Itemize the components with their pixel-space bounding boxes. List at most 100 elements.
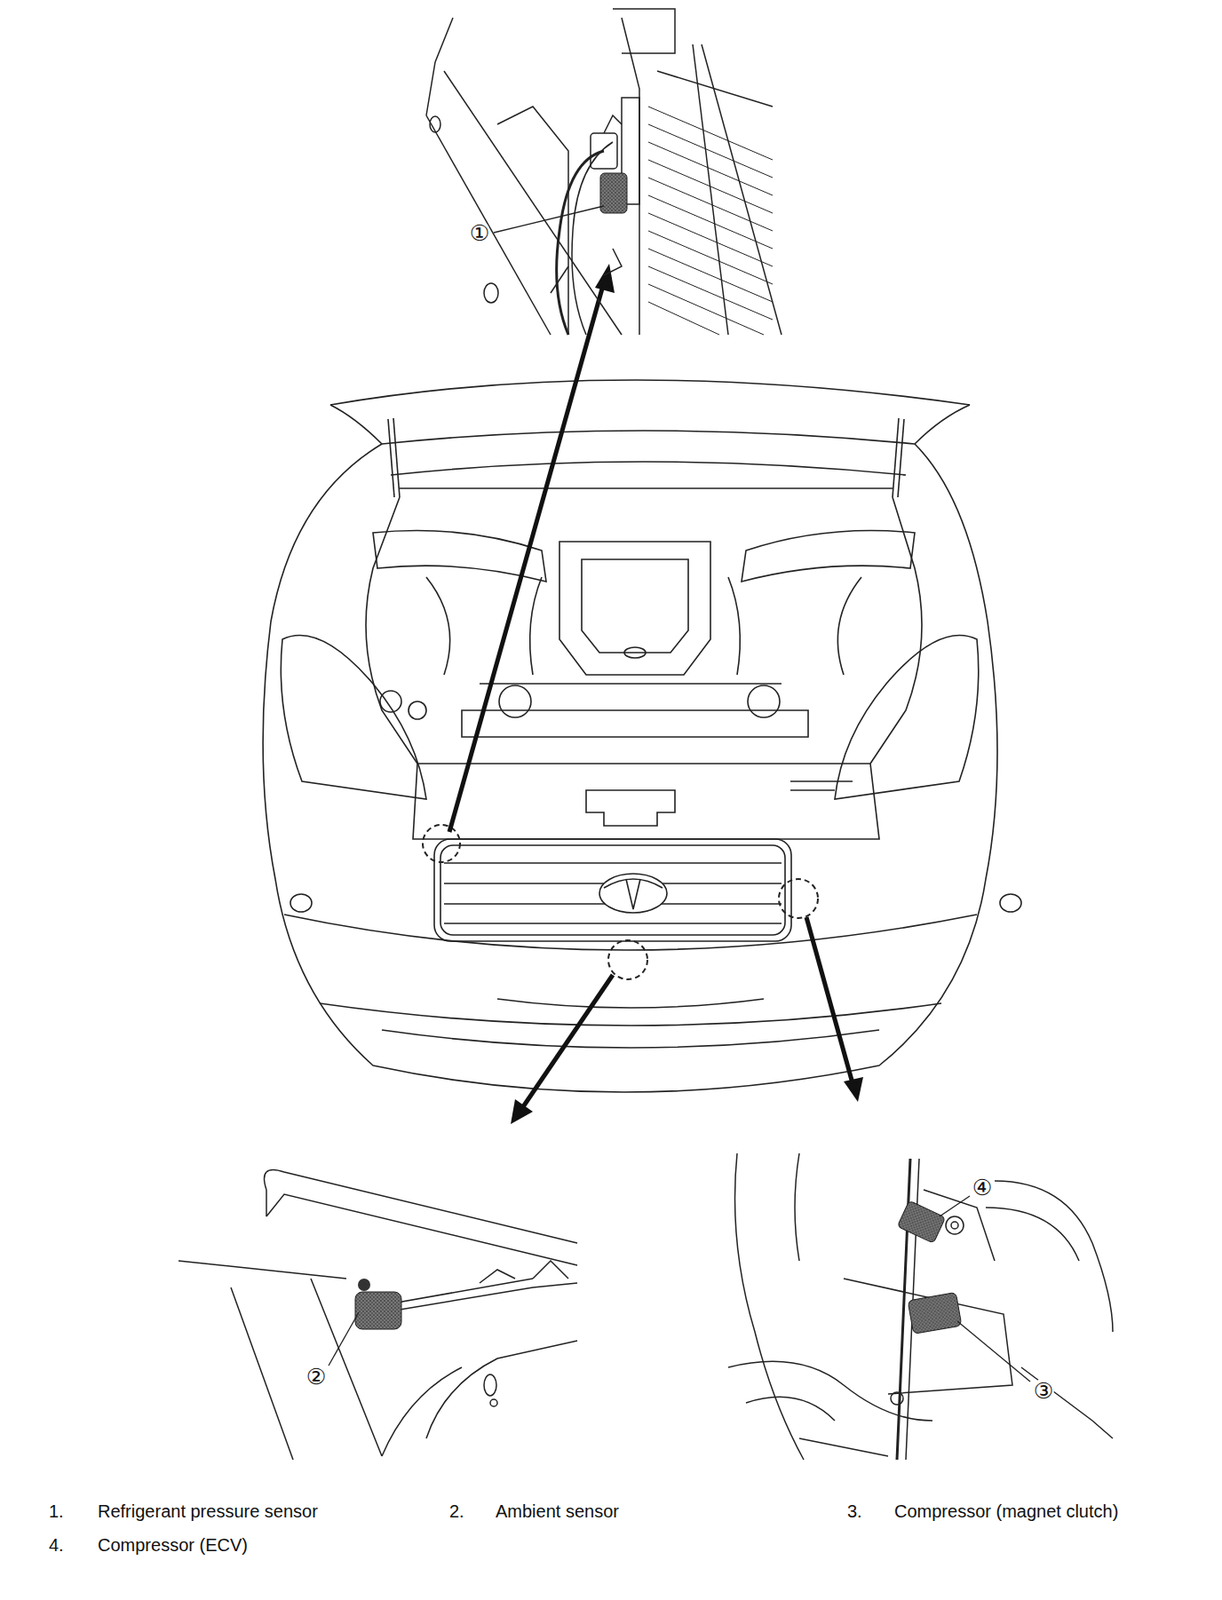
line-art	[648, 106, 773, 335]
line-art	[426, 115, 551, 335]
line-art	[790, 789, 835, 792]
line-art	[434, 839, 792, 942]
line-art	[778, 879, 818, 919]
line-art	[290, 894, 312, 913]
line-art	[444, 71, 622, 335]
line-art	[608, 940, 648, 980]
callout-number: ④	[971, 1175, 993, 1200]
line-art	[479, 1269, 516, 1284]
line-art	[692, 44, 729, 335]
line-art	[399, 487, 893, 490]
condenser-detail	[426, 8, 782, 335]
part-name: Ambient sensor	[495, 1502, 619, 1521]
leader-line	[939, 1196, 970, 1217]
line-art	[806, 917, 853, 1084]
line-art	[999, 894, 1022, 913]
line-art	[381, 1030, 880, 1048]
line-art	[559, 541, 711, 675]
line-art	[319, 1003, 942, 1026]
line-art	[490, 1399, 498, 1407]
line-art	[843, 1278, 1013, 1395]
line-art	[556, 150, 604, 335]
line-art	[479, 682, 782, 685]
line-art	[429, 116, 441, 133]
line-art	[648, 124, 773, 178]
line-art	[355, 1292, 402, 1330]
ambient-sensor-detail	[178, 1170, 578, 1461]
line-art	[994, 1181, 1113, 1333]
line-art	[648, 248, 773, 302]
line-art	[449, 282, 604, 833]
compressor-connectors	[896, 1200, 962, 1334]
line-art	[603, 879, 663, 910]
line-art	[747, 685, 780, 718]
callout-number: ②	[305, 1364, 327, 1389]
line-art	[381, 1367, 462, 1457]
line-art	[530, 577, 542, 675]
line-art	[624, 647, 646, 659]
line-art	[484, 283, 499, 303]
line-art	[372, 1283, 578, 1315]
pressure-sensor	[600, 173, 627, 214]
part-name: Compressor (magnet clutch)	[894, 1502, 1119, 1521]
line-art	[571, 142, 613, 335]
line-art	[896, 1200, 945, 1244]
line-art	[550, 266, 569, 294]
line-art	[897, 419, 905, 498]
line-art	[497, 999, 764, 1008]
part-number: 1.	[48, 1502, 64, 1521]
line-art	[380, 690, 402, 713]
line-art	[330, 380, 970, 405]
line-art	[612, 8, 675, 54]
detail-circle	[422, 825, 818, 980]
line-art	[834, 635, 979, 800]
line-art	[907, 1292, 962, 1334]
leader-line	[493, 206, 604, 233]
line-art	[412, 763, 880, 840]
line-art	[794, 1153, 800, 1262]
line-art	[265, 1190, 268, 1217]
line-art	[444, 862, 782, 865]
line-art	[837, 577, 862, 675]
line-art	[499, 685, 532, 718]
part-name: Refrigerant pressure sensor	[97, 1502, 318, 1521]
line-art	[262, 444, 998, 1093]
line-art	[586, 790, 675, 826]
line-art	[843, 1077, 864, 1103]
line-art	[390, 461, 906, 476]
line-art	[422, 825, 461, 863]
part-number: 4.	[48, 1536, 64, 1555]
line-art	[426, 577, 451, 675]
line-art	[892, 418, 899, 498]
line-art	[745, 1396, 835, 1421]
line-art	[284, 914, 977, 951]
line-art	[741, 531, 915, 583]
part-number: 3.	[847, 1502, 863, 1521]
line-art	[280, 635, 427, 800]
line-art	[945, 1216, 964, 1235]
line-art	[426, 1341, 578, 1439]
line-art	[648, 106, 773, 160]
part-name: Compressor (ECV)	[97, 1536, 248, 1555]
line-art	[951, 1222, 959, 1230]
ambient-sensor	[355, 1278, 402, 1330]
callout-number: ③	[1032, 1379, 1055, 1404]
line-art	[581, 559, 689, 653]
line-art	[264, 1170, 579, 1245]
line-art	[266, 1194, 578, 1266]
line-art	[599, 873, 667, 913]
line-art	[728, 577, 740, 675]
leader-line	[957, 1321, 1031, 1382]
line-art	[701, 44, 782, 335]
line-art	[735, 1153, 805, 1461]
line-art	[600, 173, 627, 214]
line-art	[603, 248, 622, 276]
line-art	[648, 301, 720, 335]
line-art	[595, 263, 615, 294]
part-number: 2.	[449, 1502, 465, 1521]
line-art	[648, 213, 773, 267]
line-art	[388, 419, 395, 498]
line-art	[914, 404, 970, 445]
line-art	[484, 1374, 497, 1397]
